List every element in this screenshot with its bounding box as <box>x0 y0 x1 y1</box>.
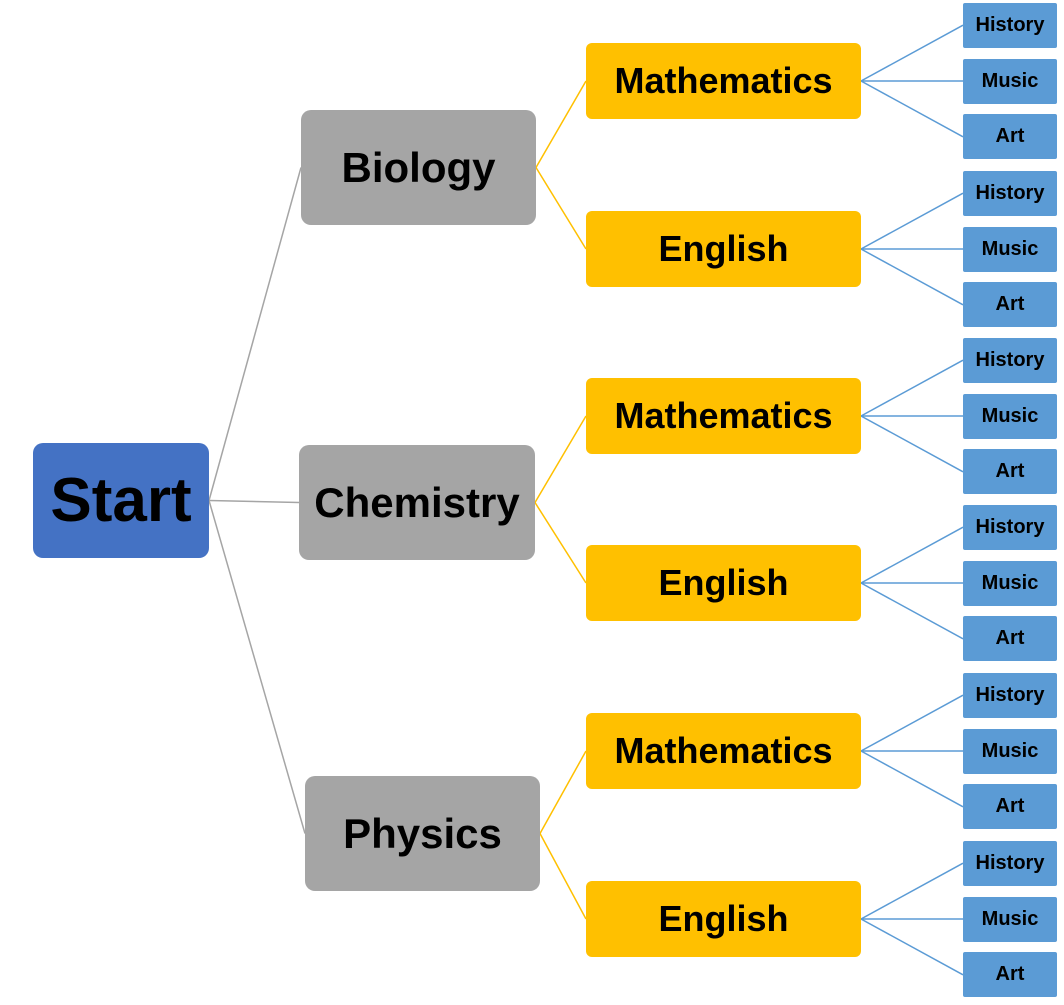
science-node: Chemistry <box>299 445 535 560</box>
connector-science-to-subject <box>535 80 587 168</box>
leaf-node: History <box>963 672 1057 718</box>
start-node: Start <box>33 443 209 558</box>
leaf-node: Music <box>963 896 1057 942</box>
leaf-node: Music <box>963 393 1057 439</box>
leaf-node: Music <box>963 728 1057 774</box>
connector-subject-to-leaf <box>860 918 964 976</box>
leaf-node: History <box>963 170 1057 216</box>
connector-science-to-subject <box>534 415 587 503</box>
subject-node: English <box>586 545 861 621</box>
connector-subject-to-leaf <box>860 862 964 920</box>
connector-start-to-2 <box>208 500 306 834</box>
science-node: Physics <box>305 776 540 891</box>
connector-science-to-subject <box>539 833 587 920</box>
connector-subject-to-leaf <box>860 415 964 473</box>
connector-subject-to-leaf <box>860 582 964 640</box>
subject-node: English <box>586 881 861 957</box>
connector-start-to-1 <box>208 499 300 504</box>
connector-subject-to-leaf <box>860 248 964 306</box>
connector-subject-to-leaf <box>860 192 964 250</box>
leaf-node: Art <box>963 114 1057 160</box>
leaf-node: History <box>963 2 1057 48</box>
leaf-node: Art <box>963 616 1057 662</box>
connector-science-to-subject <box>539 750 587 834</box>
connector-start-to-0 <box>208 167 302 501</box>
leaf-node: Music <box>963 560 1057 606</box>
connector-subject-to-leaf <box>860 694 964 752</box>
leaf-node: Music <box>963 58 1057 104</box>
leaf-node: History <box>963 840 1057 886</box>
connector-subject-to-leaf <box>860 526 964 584</box>
subject-node: English <box>586 211 861 287</box>
leaf-node: History <box>963 337 1057 383</box>
leaf-node: Art <box>963 952 1057 998</box>
connector-subject-to-leaf <box>860 24 964 82</box>
subject-node: Mathematics <box>586 378 861 454</box>
connector-subject-to-leaf <box>860 80 964 138</box>
connector-subject-to-leaf <box>860 359 964 417</box>
leaf-node: Music <box>963 226 1057 272</box>
leaf-node: History <box>963 504 1057 550</box>
science-node: Biology <box>301 110 536 225</box>
subject-node: Mathematics <box>586 713 861 789</box>
connector-subject-to-leaf <box>860 750 964 808</box>
connector-science-to-subject <box>534 502 587 584</box>
connector-science-to-subject <box>535 167 587 250</box>
leaf-node: Art <box>963 282 1057 328</box>
leaf-node: Art <box>963 784 1057 830</box>
leaf-node: Art <box>963 449 1057 495</box>
subject-node: Mathematics <box>586 43 861 119</box>
